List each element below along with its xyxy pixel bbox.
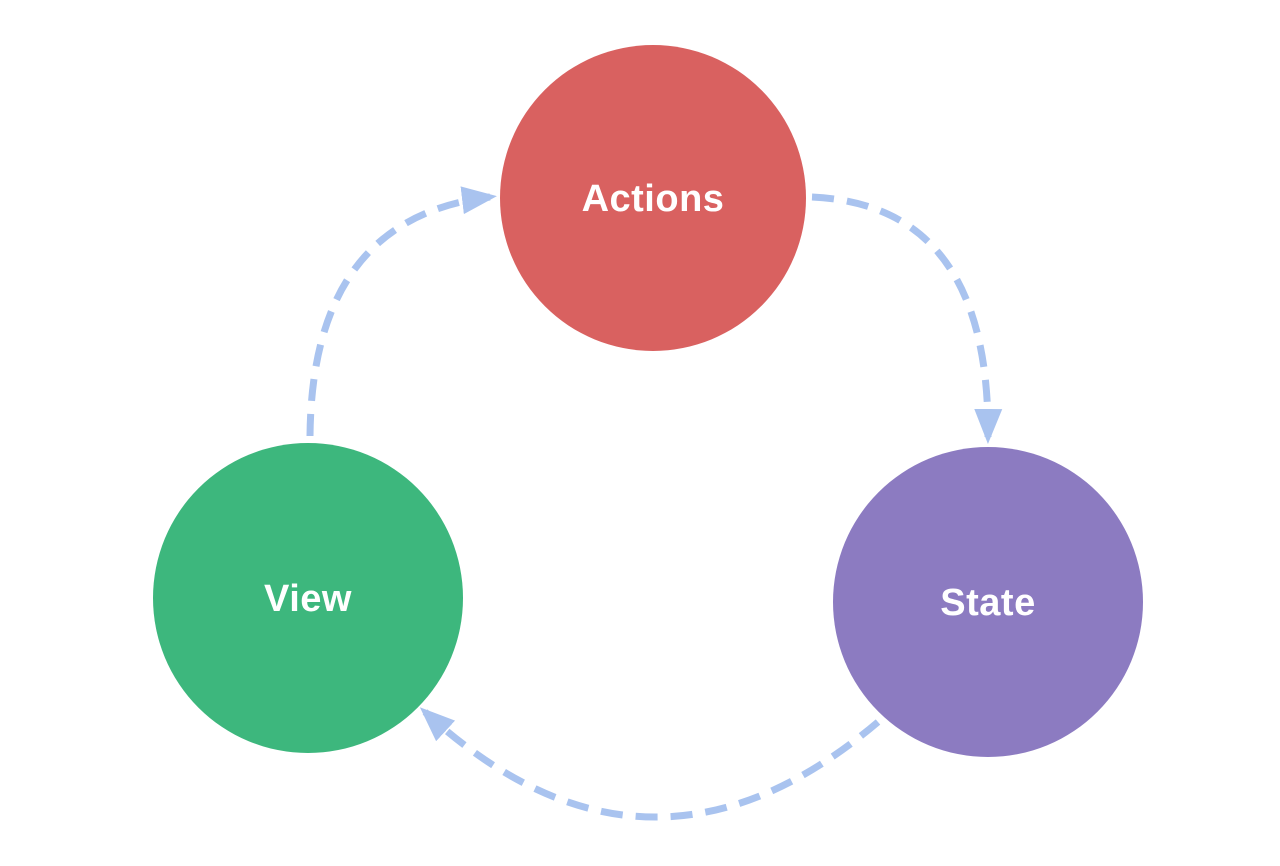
state-label: State — [940, 582, 1035, 624]
actions-node: Actions — [500, 45, 806, 351]
edge-state-to-view — [419, 707, 881, 821]
view-circle — [153, 443, 463, 753]
view-label: View — [264, 578, 352, 620]
state-node: State — [833, 447, 1143, 757]
actions-label: Actions — [582, 178, 725, 220]
edge-view-to-actions — [306, 186, 497, 437]
state-circle — [833, 447, 1143, 757]
view-node: View — [153, 443, 463, 753]
actions-circle — [500, 45, 806, 351]
edge-actions-to-state — [811, 193, 1003, 444]
